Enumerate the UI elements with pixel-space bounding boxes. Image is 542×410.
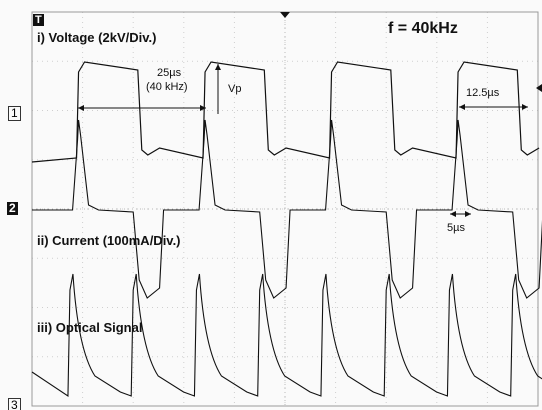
current-trace xyxy=(32,119,542,299)
trigger-position-marker xyxy=(280,12,290,18)
rise-time-arrow-head-left xyxy=(450,211,456,217)
rise-time-annotation: 5µs xyxy=(447,222,465,234)
rise-time-arrow-head-right xyxy=(465,211,471,217)
current-series-label: ii) Current (100mA/Div.) xyxy=(37,233,181,248)
width-annotation: 12.5µs xyxy=(466,87,500,99)
trigger-marker: T xyxy=(33,14,44,26)
period-arrow-head-right xyxy=(200,105,206,111)
period-annotation: 25µs xyxy=(157,67,182,79)
frequency-annotation: (40 kHz) xyxy=(146,81,188,93)
period-arrow-head-left xyxy=(78,105,84,111)
optical-series-label: iii) Optical Signal xyxy=(37,320,143,335)
vp-arrow-head xyxy=(215,64,221,70)
channel-3-marker: 3 xyxy=(8,398,21,410)
level-arrow xyxy=(536,84,542,92)
channel-2-marker: 2 xyxy=(7,201,18,215)
channel-1-marker: 1 xyxy=(8,106,21,121)
vp-annotation: Vp xyxy=(228,83,242,95)
plot-title: f = 40kHz xyxy=(388,20,458,37)
voltage-trace xyxy=(31,61,540,163)
optical-trace xyxy=(31,273,542,398)
width-arrow-head-left xyxy=(459,104,465,110)
width-arrow-head-right xyxy=(522,104,528,110)
voltage-series-label: i) Voltage (2kV/Div.) xyxy=(37,30,157,45)
